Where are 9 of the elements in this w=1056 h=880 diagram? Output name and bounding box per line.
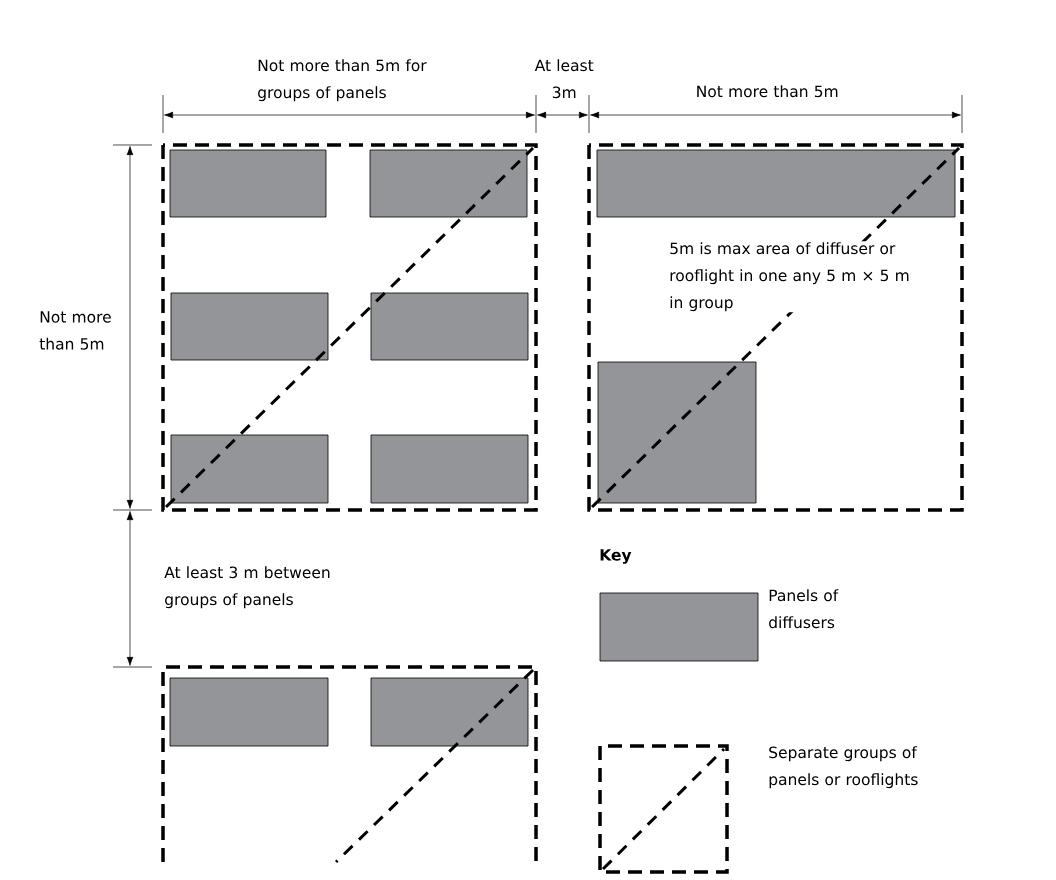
dimension-label: At least 3m [534, 59, 594, 99]
note-text: 5m is max area of diffuser or rooflight in one any 5 m × 5 m in group [668, 241, 933, 313]
key-heading: Key [600, 549, 632, 564]
dimension-label: Not more than 5m [39, 311, 111, 350]
legend-text: Separate groups of panels or rooflights [769, 746, 918, 789]
legend-text: Panels of diffusers [769, 589, 839, 629]
dimension-label: Not more than 5m for groups of panels [258, 59, 427, 102]
dimension-label: At least 3 m between groups of panels [164, 566, 330, 609]
dimension-label: Not more than 5m [697, 85, 838, 98]
